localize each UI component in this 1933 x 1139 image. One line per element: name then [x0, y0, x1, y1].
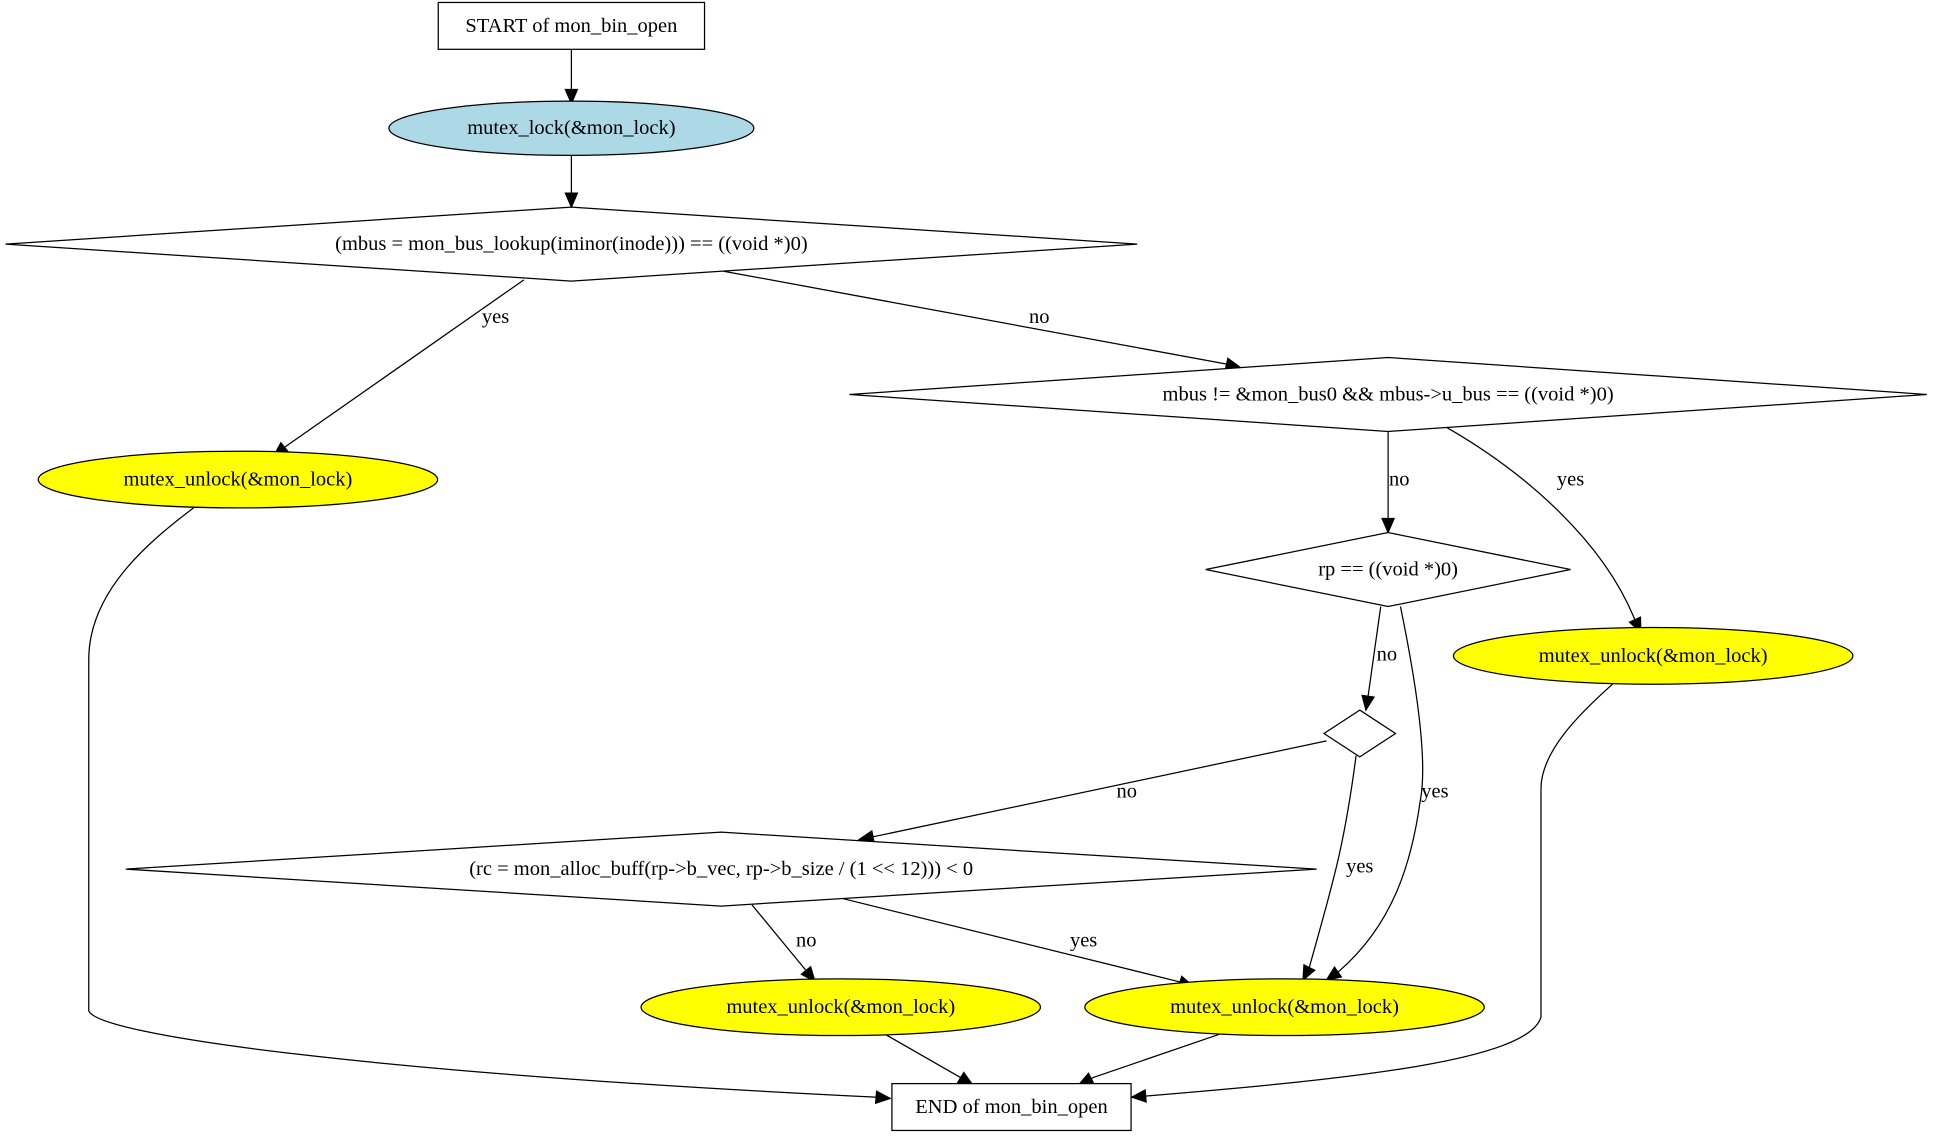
nodes-layer: START of mon_bin_open mutex_lock(&mon_loc…	[5, 1, 1927, 1132]
node-box	[437, 1, 706, 50]
node-cond-rp: rp == ((void *)0)	[1205, 531, 1571, 608]
edge-start-to-lock	[564, 49, 579, 106]
node-cond-alloc: (rc = mon_alloc_buff(rp->b_vec, rp->b_si…	[125, 831, 1317, 907]
edge-unlock_3-to-end	[884, 1033, 975, 1086]
node-ellipse	[1084, 978, 1485, 1037]
edge-label: no	[1389, 469, 1410, 491]
node-label: mutex_lock(&mon_lock)	[467, 117, 675, 139]
arrowhead-icon	[800, 965, 816, 983]
node-label: (mbus = mon_bus_lookup(iminor(inode))) =…	[335, 233, 808, 255]
node-unlock-3: mutex_unlock(&mon_lock)	[640, 978, 1042, 1037]
node-cond-bus0: mbus != &mon_bus0 && mbus->u_bus == ((vo…	[849, 356, 1927, 433]
node-diamond	[5, 206, 1138, 282]
edge-line	[1078, 1033, 1220, 1086]
edge-cond_bus0-to-cond_rp: no	[1381, 431, 1410, 535]
edge-cond_alloc-to-unlock_3: no	[751, 904, 817, 983]
edge-label: yes	[1070, 930, 1097, 952]
node-ellipse	[37, 450, 439, 509]
edge-cond_rp-to-unlock_4: yes	[1325, 606, 1449, 981]
edge-line	[859, 740, 1327, 841]
node-lock: mutex_lock(&mon_lock)	[388, 100, 755, 156]
edge-cond_alloc-to-unlock_4: yes	[843, 898, 1195, 989]
edge-unlock_4-to-end	[1077, 1033, 1220, 1086]
edge-label: yes	[482, 306, 509, 328]
node-label: mbus != &mon_bus0 && mbus->u_bus == ((vo…	[1163, 383, 1614, 405]
node-label: mutex_unlock(&mon_lock)	[726, 996, 955, 1018]
node-label: mutex_unlock(&mon_lock)	[123, 469, 352, 491]
node-diamond	[849, 356, 1927, 433]
edge-label: no	[1377, 644, 1398, 666]
node-label: mutex_unlock(&mon_lock)	[1539, 645, 1768, 667]
node-box	[891, 1082, 1132, 1132]
edge-line	[1326, 606, 1424, 981]
node-end: END of mon_bin_open	[891, 1082, 1132, 1132]
edge-label: yes	[1557, 469, 1584, 491]
edge-label: no	[1117, 780, 1138, 802]
node-ellipse	[388, 100, 755, 156]
edge-cond_lookup-to-cond_bus0: no	[723, 270, 1242, 371]
arrowhead-icon	[564, 192, 579, 209]
node-diamond	[125, 831, 1317, 907]
node-diamond	[1322, 709, 1397, 758]
node-cond-lookup: (mbus = mon_bus_lookup(iminor(inode))) =…	[5, 206, 1138, 282]
arrowhead-icon	[874, 1090, 892, 1105]
arrowhead-icon	[1361, 694, 1376, 712]
edge-cond_bus0-to-unlock_2: yes	[1446, 427, 1642, 634]
arrowhead-icon	[1325, 965, 1343, 981]
edge-line	[1302, 755, 1357, 981]
edge-lock-to-cond_lookup	[564, 155, 579, 209]
node-label: (rc = mon_alloc_buff(rp->b_vec, rp->b_si…	[469, 858, 973, 880]
edge-label: yes	[1421, 780, 1448, 802]
node-diamond	[1205, 531, 1571, 608]
node-label: END of mon_bin_open	[915, 1096, 1107, 1118]
edge-label: yes	[1346, 856, 1373, 878]
node-label: mutex_unlock(&mon_lock)	[1170, 996, 1399, 1018]
edge-line	[1446, 427, 1642, 633]
node-ellipse	[1452, 626, 1854, 685]
arrowhead-icon	[1302, 963, 1316, 982]
edge-line	[88, 507, 891, 1100]
node-unlock-2: mutex_unlock(&mon_lock)	[1452, 626, 1854, 685]
edge-label: no	[796, 930, 817, 952]
node-ellipse	[640, 978, 1042, 1037]
edge-line	[1131, 683, 1613, 1098]
node-label: START of mon_bin_open	[465, 15, 677, 37]
node-unlock-4: mutex_unlock(&mon_lock)	[1084, 978, 1485, 1037]
edge-cond_empty-to-cond_alloc: no	[857, 740, 1327, 844]
node-label: rp == ((void *)0)	[1318, 559, 1458, 581]
edge-line	[843, 898, 1194, 987]
edge-unlock_1-to-end	[88, 507, 892, 1105]
edge-label: no	[1029, 306, 1050, 328]
edge-line	[723, 270, 1241, 368]
node-start: START of mon_bin_open	[437, 1, 706, 50]
arrowhead-icon	[1130, 1089, 1147, 1103]
edge-cond_empty-to-unlock_4: yes	[1302, 755, 1373, 982]
edge-cond_rp-to-cond_empty: no	[1361, 606, 1398, 712]
node-unlock-1: mutex_unlock(&mon_lock)	[37, 450, 439, 509]
node-cond-empty	[1322, 709, 1397, 758]
edge-cond_lookup-to-unlock_1: yes	[272, 279, 525, 458]
edge-line	[884, 1033, 973, 1086]
arrowhead-icon	[1381, 517, 1396, 535]
edge-unlock_2-to-end	[1130, 683, 1613, 1103]
arrowhead-icon	[564, 88, 579, 106]
